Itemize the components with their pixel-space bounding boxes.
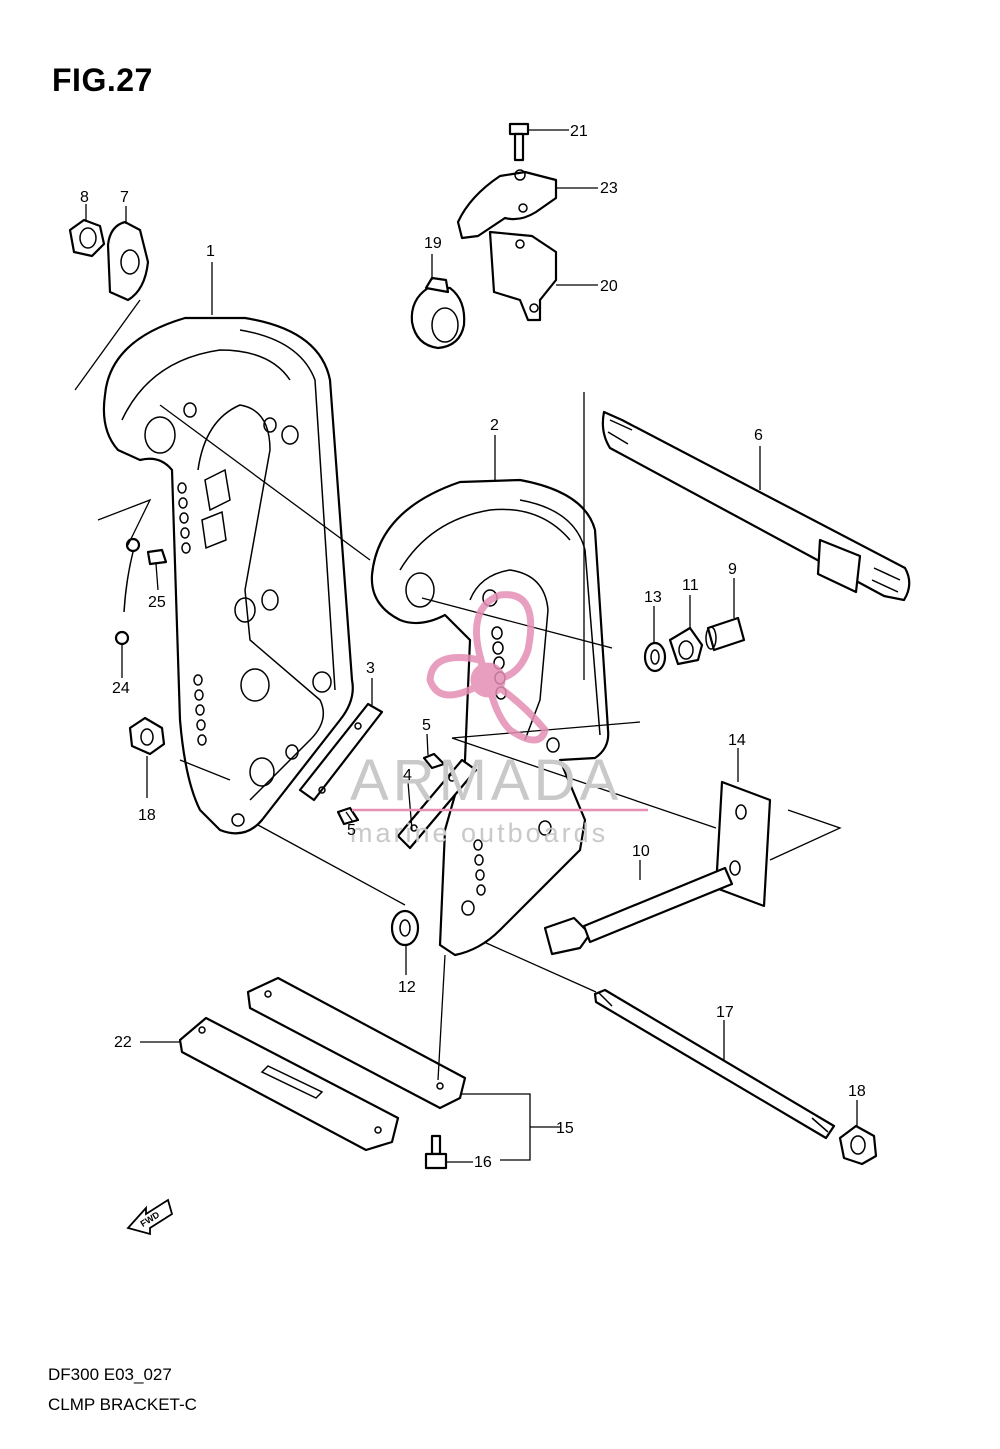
callout-17: 17 [716,1004,734,1021]
callout-24: 24 [112,680,130,697]
propeller-logo [426,591,549,744]
bolt-16 [424,1134,448,1170]
callout-labels: 1 2 3 4 5 5 6 7 8 9 10 11 12 13 14 15 16… [80,123,866,1171]
callout-25: 25 [148,594,166,611]
callout-15: 15 [556,1120,574,1137]
callout-19: 19 [424,235,442,252]
callout-20: 20 [600,278,618,295]
callout-12: 12 [398,979,416,996]
callout-5b: 5 [347,822,356,839]
callout-14: 14 [728,732,746,749]
callout-22: 22 [114,1034,132,1051]
callout-3: 3 [366,660,375,677]
callout-8: 8 [80,189,89,206]
nut-18a [128,716,166,756]
wire-24 [114,537,141,646]
nut-8 [68,218,106,258]
callout-11: 11 [682,577,699,594]
shaft-6 [601,410,911,602]
figure-title: FIG.27 [52,62,153,98]
watermark-brand: ARMADA [350,748,622,813]
watermark-tagline: marine outboards [350,818,608,848]
callout-7: 7 [120,189,129,206]
callout-16: 16 [474,1154,492,1171]
clamp-bracket-left [102,316,354,835]
forward-arrow-icon: FWD [126,1198,174,1236]
grommet-19 [410,276,466,350]
callout-1: 1 [206,243,215,260]
pad-3 [298,702,384,802]
watermark: ARMADA marine outboards [350,591,648,848]
screw-25 [146,548,168,566]
callout-21: 21 [570,123,588,140]
callout-9: 9 [728,561,737,578]
bracket-20 [488,230,558,322]
washer-13 [643,641,667,673]
pad-4 [396,758,478,850]
callout-6: 6 [754,427,763,444]
collar-9 [705,616,746,652]
callout-18a: 18 [138,807,156,824]
bolt-10 [543,866,734,956]
leader-lines [74,129,858,1163]
callout-18b: 18 [848,1083,866,1100]
clamp-bracket-right [370,478,610,957]
footer-part-name: CLMP BRACKET-C [48,1395,197,1414]
callout-2: 2 [490,417,499,434]
callout-10: 10 [632,843,650,860]
rod-17 [593,988,836,1140]
plate-22 [178,1016,400,1152]
nut-18b [838,1124,878,1166]
block-15 [246,976,467,1110]
footer-model-code: DF300 E03_027 [48,1365,172,1384]
plate-7 [106,220,150,302]
callout-13: 13 [644,589,662,606]
bolt-21 [508,122,530,162]
callout-4: 4 [403,767,412,784]
screw-5a [422,752,446,770]
screw-5b [336,806,360,826]
cover-23 [456,169,558,240]
washer-12 [390,909,420,947]
callout-5a: 5 [422,717,431,734]
plate-14 [714,780,772,908]
callout-23: 23 [600,180,618,197]
nut-11 [668,626,704,666]
